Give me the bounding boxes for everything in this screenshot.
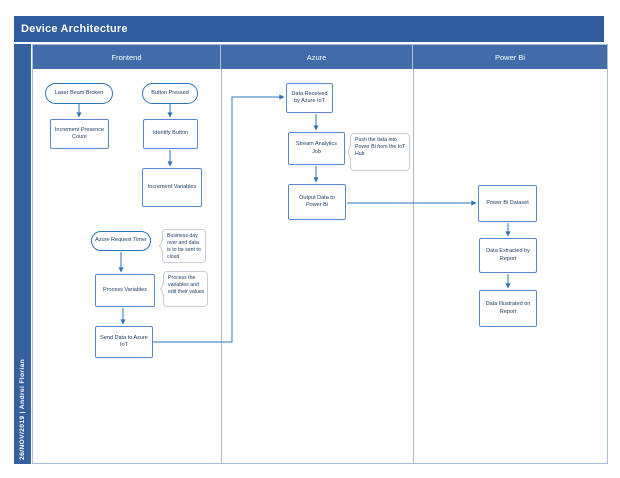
annotation-brace-icon: [346, 145, 352, 159]
node-increment-variables: Increment Variables: [142, 168, 202, 207]
annotation-brace-icon: [159, 282, 165, 296]
lane-header-frontend: Frontend: [33, 45, 221, 69]
node-output-data-to-power-bi: Output Data to Power Bi: [288, 184, 346, 220]
node-data-received-by-azure-iot: Data Received by Azure IoT: [286, 83, 333, 113]
node-process-variables: Process Variables: [95, 274, 155, 307]
diagram-title: Device Architecture: [21, 23, 128, 35]
annotation-brace-gap: [162, 240, 164, 252]
lane-header-azure: Azure: [221, 45, 413, 69]
annotation-brace-icon: [158, 239, 164, 253]
node-button-pressed: Button Pressed: [142, 83, 198, 104]
node-data-illustrated-on-report: Data Illustrated on Report: [479, 290, 537, 327]
node-send-data-to-azure-iot: Send Data to Azure IoT: [95, 326, 153, 358]
annotation-azure-request-timer: Business day over and data is to be sent…: [158, 229, 206, 263]
annotation-brace-gap: [163, 283, 165, 295]
node-laser-beam-broken: Laser Beam Broken: [45, 83, 113, 104]
node-power-bi-dataset: Power Bi Dataset: [478, 185, 537, 222]
lane-divider-azure-powerbi: [413, 69, 414, 463]
lane-divider-frontend-azure: [221, 69, 222, 463]
node-data-extracted-by-report: Data Extracted by Report: [479, 238, 537, 273]
date-author-band: 26/NOV/2019 | Andrei Florian: [14, 44, 31, 464]
node-identify-button: Identify Button: [143, 119, 198, 149]
annotation-process-variables: Process the variables and edit their val…: [159, 271, 208, 307]
node-stream-analytics-job: Stream Analytics Job: [288, 132, 345, 165]
node-azure-request-timer: Azure Request Timer: [91, 231, 151, 251]
annotation-text: Push the data into Power Bi from the IoT…: [355, 137, 406, 158]
lane-header-row: Frontend Azure Power Bi: [33, 45, 607, 69]
lane-header-power-bi: Power Bi: [494, 52, 525, 62]
annotation-text: Process the variables and edit their val…: [168, 275, 205, 296]
node-increment-presence-count: Increment Presence Count: [50, 119, 109, 149]
annotation-text: Business day over and data is to be sent…: [167, 233, 201, 261]
edge-send-to-data-received: [153, 94, 285, 343]
annotation-brace-gap: [350, 146, 352, 158]
diagram-title-bar: Device Architecture: [14, 16, 604, 42]
annotation-stream-analytics: Push the data into Power Bi from the IoT…: [346, 133, 410, 171]
